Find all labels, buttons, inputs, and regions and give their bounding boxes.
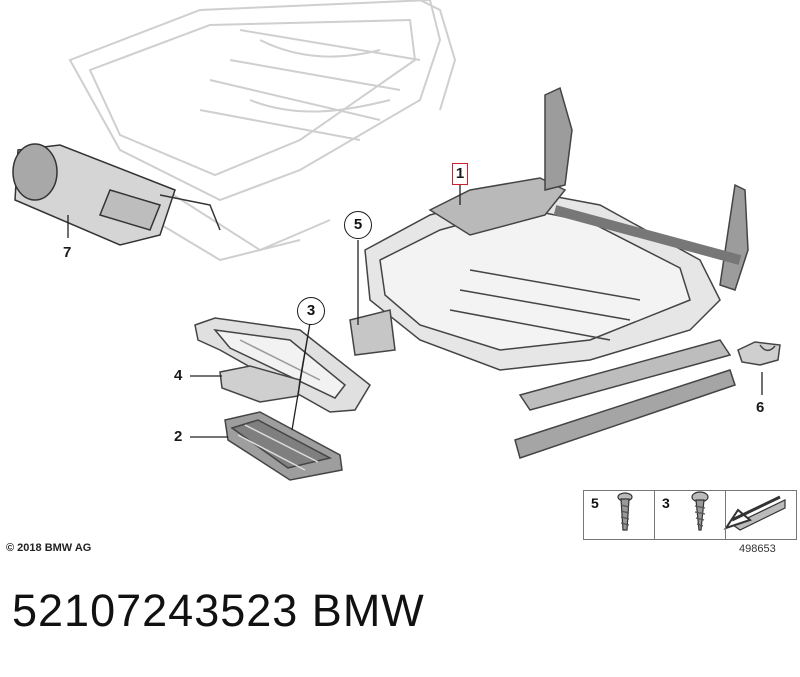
self-tapping-screw-icon <box>691 491 709 531</box>
part-6-small-bracket <box>737 341 781 366</box>
callout-6: 6 <box>756 399 765 416</box>
callout-1: 1 <box>452 163 468 185</box>
diagram-id: 498653 <box>739 543 776 555</box>
leader-lines <box>67 185 763 438</box>
part-7-drive-motor <box>12 143 221 246</box>
callout-2: 2 <box>174 428 183 445</box>
callout-7: 7 <box>63 244 72 261</box>
part-2-grille-bracket <box>224 411 343 481</box>
legend-icons <box>617 491 786 531</box>
direction-arrow-icon <box>723 495 786 531</box>
callout-4: 4 <box>174 367 183 384</box>
legend-cell-self-tapping-screw: 3 <box>655 491 726 539</box>
copyright-text: © 2018 BMW AG <box>6 542 92 554</box>
legend-label-3: 3 <box>662 495 670 511</box>
legend-cell-arrow <box>726 491 796 539</box>
screw-icon <box>617 492 633 531</box>
legend-cell-screw: 5 <box>584 491 655 539</box>
ghost-seat-frame <box>68 0 457 262</box>
callout-5: 5 <box>344 211 372 239</box>
legend-label-5: 5 <box>591 495 599 511</box>
part-1-seat-frame <box>349 86 749 459</box>
callout-3: 3 <box>297 297 325 325</box>
part-3-seat-tray <box>194 317 371 413</box>
part-number-line: 52107243523 BMW <box>12 585 425 636</box>
hardware-legend: 5 3 <box>583 490 797 540</box>
